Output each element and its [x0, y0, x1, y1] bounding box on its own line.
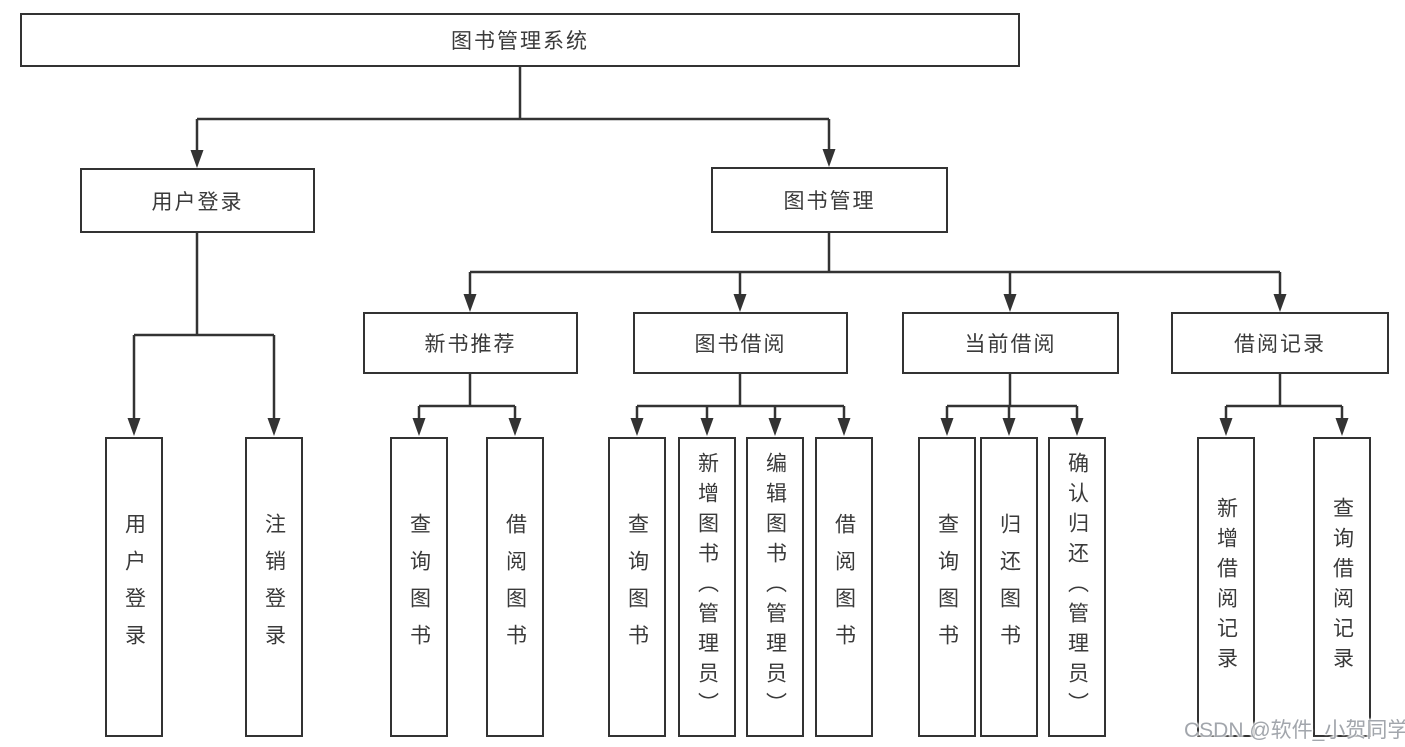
node-new-book-recommendation: 新书推荐	[363, 312, 578, 374]
node-current-borrowing-label: 当前借阅	[964, 333, 1057, 356]
leaf-add-book-admin-label: 新增图书（管理员）	[695, 452, 719, 722]
leaf-query-books-borrowing-label: 查询图书	[625, 513, 649, 661]
leaf-query-books-current-label: 查询图书	[935, 513, 959, 661]
leaf-edit-book-admin: 编辑图书（管理员）	[746, 437, 804, 737]
node-user-login-label: 用户登录	[151, 190, 244, 214]
leaf-user-login: 用户登录	[105, 437, 163, 737]
leaf-return-book-label: 归还图书	[997, 513, 1021, 661]
node-book-management-label: 图书管理	[783, 190, 876, 213]
leaf-query-borrow-record: 查询借阅记录	[1313, 437, 1371, 737]
leaf-add-book-admin: 新增图书（管理员）	[678, 437, 736, 737]
leaf-logout: 注销登录	[245, 437, 303, 737]
node-user-login: 用户登录	[80, 168, 315, 233]
leaf-confirm-return-admin-label: 确认归还（管理员）	[1065, 452, 1089, 722]
node-book-borrowing: 图书借阅	[633, 312, 848, 374]
leaf-return-book: 归还图书	[980, 437, 1038, 737]
csdn-watermark: CSDN @软件_小贺同学	[1184, 719, 1405, 742]
node-new-book-recommendation-label: 新书推荐	[424, 333, 517, 356]
node-book-borrowing-label: 图书借阅	[694, 333, 787, 356]
leaf-edit-book-admin-label: 编辑图书（管理员）	[763, 452, 787, 722]
leaf-query-books-borrowing: 查询图书	[608, 437, 666, 737]
leaf-borrow-books-borrowing-label: 借阅图书	[832, 513, 856, 661]
node-root-label: 图书管理系统	[451, 30, 589, 53]
leaf-query-books-current: 查询图书	[918, 437, 976, 737]
leaf-borrow-books-recommend: 借阅图书	[486, 437, 544, 737]
node-borrowing-records: 借阅记录	[1171, 312, 1389, 374]
leaf-query-books-recommend-label: 查询图书	[407, 513, 431, 661]
node-root: 图书管理系统	[20, 13, 1020, 67]
leaf-logout-label: 注销登录	[262, 513, 286, 661]
leaf-query-borrow-record-label: 查询借阅记录	[1330, 497, 1354, 677]
leaf-add-borrow-record: 新增借阅记录	[1197, 437, 1255, 737]
leaf-add-borrow-record-label: 新增借阅记录	[1214, 497, 1238, 677]
node-current-borrowing: 当前借阅	[902, 312, 1119, 374]
node-borrowing-records-label: 借阅记录	[1234, 333, 1326, 356]
node-book-management: 图书管理	[711, 167, 948, 233]
leaf-borrow-books-recommend-label: 借阅图书	[503, 513, 527, 661]
leaf-confirm-return-admin: 确认归还（管理员）	[1048, 437, 1106, 737]
leaf-borrow-books-borrowing: 借阅图书	[815, 437, 873, 737]
leaf-query-books-recommend: 查询图书	[390, 437, 448, 737]
leaf-user-login-label: 用户登录	[122, 513, 146, 661]
